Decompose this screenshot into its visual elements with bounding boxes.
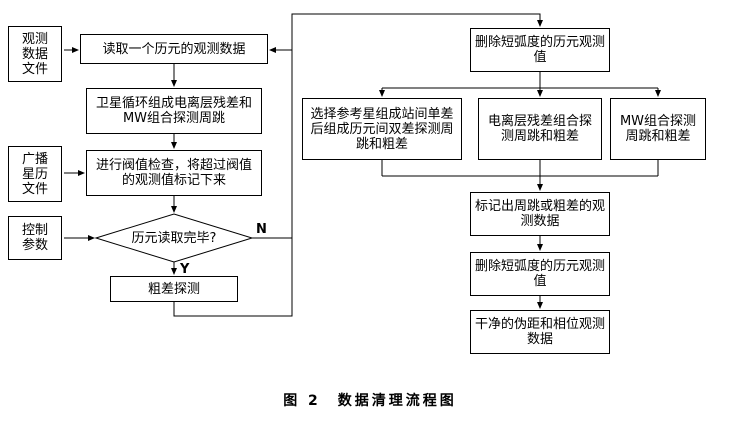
figure-caption: 图 2 数据清理流程图 bbox=[283, 393, 457, 409]
branch-label-no: N bbox=[256, 222, 267, 237]
connector-lines bbox=[64, 13, 661, 317]
decision-diamond bbox=[94, 213, 254, 263]
node-read-epoch: 读取一个历元的观测数据 bbox=[80, 34, 268, 64]
node-delete-short-arc-top: 删除短弧度的历元观测值 bbox=[470, 28, 610, 72]
node-mw-combination-detect: MW组合探测周跳和粗差 bbox=[610, 98, 706, 160]
node-ionosphere-residual-detect: 电离层残差组合探测周跳和粗差 bbox=[478, 98, 602, 160]
node-reference-star-double-difference: 选择参考星组成站间单差后组成历元间双差探测周跳和粗差 bbox=[302, 98, 462, 160]
node-satellite-loop-detect: 卫星循环组成电离层残差和MW组合探测周跳 bbox=[86, 88, 262, 134]
node-broadcast-ephemeris-file: 广播星历文件 bbox=[8, 146, 62, 202]
node-control-parameters: 控制参数 bbox=[8, 216, 62, 260]
node-threshold-check: 进行阀值检查，将超过阀值的观测值标记下来 bbox=[86, 150, 262, 196]
node-clean-observation-data: 干净的伪距和相位观测数据 bbox=[470, 310, 610, 354]
node-delete-short-arc-bottom: 删除短弧度的历元观测值 bbox=[470, 252, 610, 296]
decision-epoch-complete-label: 历元读取完毕? bbox=[131, 230, 217, 246]
node-observation-data-file: 观测数据文件 bbox=[8, 26, 62, 82]
node-gross-error-detection: 粗差探测 bbox=[110, 276, 238, 302]
branch-label-yes: Y bbox=[180, 262, 190, 277]
node-mark-cycle-slip-observations: 标记出周跳或粗差的观测数据 bbox=[470, 192, 610, 236]
